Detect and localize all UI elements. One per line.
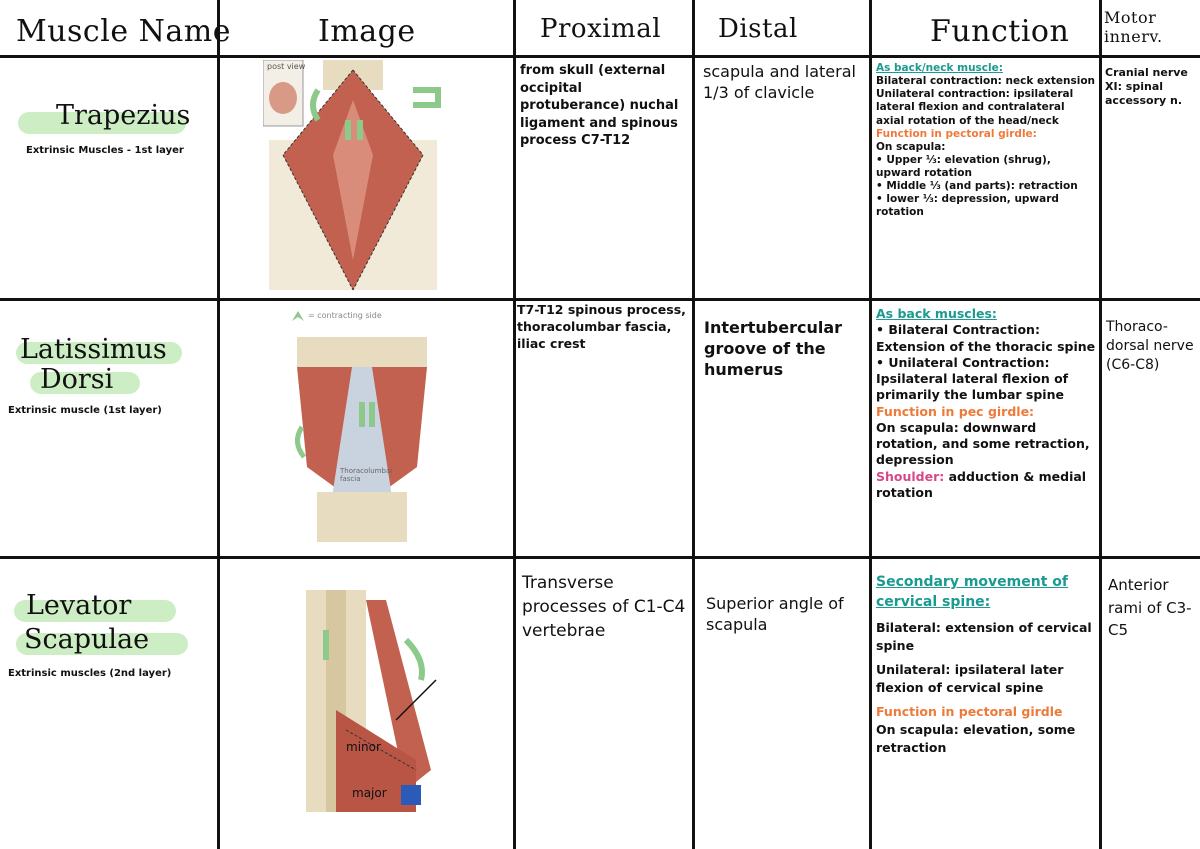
header-muscle-name: Muscle Name xyxy=(16,14,231,49)
levator-image-label-major: major xyxy=(352,786,387,800)
function-latissimus-line4: adduction & medial rotation xyxy=(876,468,1087,500)
function-trapezius: As back/neck muscle: Bilateral contracti… xyxy=(876,62,1096,220)
header-image: Image xyxy=(318,14,416,49)
motor-latissimus: Thoraco-dorsal nerve (C6-C8) xyxy=(1106,319,1194,373)
function-levator-heading2: Function in pectoral girdle xyxy=(876,704,1063,720)
proximal-latissimus: T7-T12 spinous process, thoracolumbar fa… xyxy=(517,302,686,351)
distal-levator: Superior angle of scapula xyxy=(706,594,844,634)
function-latissimus-heading1: As back muscles: xyxy=(876,306,997,321)
function-trapezius-line6: • lower ⅓: depression, upward rotation xyxy=(876,193,1059,219)
proximal-trapezius: from skull (external occipital protubera… xyxy=(520,63,679,149)
muscle-subtitle-levator: Extrinsic muscles (2nd layer) xyxy=(8,668,172,679)
function-levator: Secondary movement of cervical spine: Bi… xyxy=(876,572,1096,757)
function-latissimus-shoulder-label: Shoulder: xyxy=(876,468,945,484)
function-levator-line2: Unilateral: ipsilateral later flexion of… xyxy=(876,661,1064,695)
muscle-name-levator-line2: Scapulae xyxy=(24,624,150,655)
levator-illustration xyxy=(306,590,437,812)
function-levator-line1: Bilateral: extension of cervical spine xyxy=(876,619,1092,653)
muscle-name-latissimus-line2: Dorsi xyxy=(40,364,114,395)
row-divider-1 xyxy=(0,298,1200,301)
header-distal: Distal xyxy=(718,14,798,44)
latissimus-highlight-2 xyxy=(30,372,140,394)
proximal-levator: Transverse processes of C1-C4 vertebrae xyxy=(522,573,686,641)
trapezius-image-caption: post view xyxy=(267,62,306,71)
distal-latissimus: Intertubercular groove of the humerus xyxy=(704,318,843,379)
function-latissimus-line4-wrap: Shoulder: adduction & medial rotation xyxy=(876,469,1096,502)
latissimus-image: = contracting side Thoracolumbar fascia xyxy=(282,307,442,543)
trapezius-image: post view xyxy=(263,60,443,296)
function-levator-heading1: Secondary movement of cervical spine: xyxy=(876,574,1068,611)
column-divider-4 xyxy=(869,0,872,849)
muscle-subtitle-latissimus: Extrinsic muscle (1st layer) xyxy=(8,405,162,416)
function-levator-line3: On scapula: elevation, some retraction xyxy=(876,722,1076,756)
function-trapezius-line1: Bilateral contraction: neck extension xyxy=(876,75,1096,88)
column-divider-2 xyxy=(513,0,516,849)
muscle-name-trapezius: Trapezius xyxy=(56,100,191,131)
column-divider-1 xyxy=(217,0,220,849)
levator-highlight-2 xyxy=(16,633,188,655)
header-motor: Motor innerv. xyxy=(1104,8,1163,47)
distal-trapezius: scapula and lateral 1/3 of clavicle xyxy=(703,62,856,102)
function-latissimus-line3: On scapula: downward rotation, and some … xyxy=(876,419,1090,468)
motor-trapezius: Cranial nerve XI: spinal accessory n. xyxy=(1105,66,1188,107)
levator-image-label-minor: minor xyxy=(346,740,381,754)
function-latissimus-heading2: Function in pec girdle: xyxy=(876,403,1035,419)
muscle-name-levator-line1: Levator xyxy=(26,590,132,621)
header-proximal: Proximal xyxy=(540,14,662,44)
function-latissimus-line1: • Bilateral Contraction: Extension of th… xyxy=(876,322,1096,354)
muscle-name-latissimus-line1: Latissimus xyxy=(20,334,167,365)
trapezius-highlight xyxy=(18,112,186,134)
trapezius-illustration xyxy=(263,60,441,291)
function-trapezius-line5: • Middle ⅓ (and parts): retraction xyxy=(876,180,1078,193)
motor-levator: Anterior rami of C3-C5 xyxy=(1108,576,1192,639)
row-divider-2 xyxy=(0,556,1200,559)
latissimus-highlight-1 xyxy=(16,342,182,364)
function-latissimus-line2: • Unilateral Contraction: Ipsilateral la… xyxy=(876,354,1069,403)
column-divider-5 xyxy=(1099,0,1102,849)
row-divider-header xyxy=(0,55,1200,58)
latissimus-image-caption: = contracting side xyxy=(308,311,382,320)
levator-highlight-1 xyxy=(14,600,176,622)
function-trapezius-line4: • Upper ⅓: elevation (shrug), upward rot… xyxy=(876,153,1051,179)
column-divider-3 xyxy=(692,0,695,849)
function-trapezius-line3: On scapula: xyxy=(876,140,946,153)
function-latissimus: As back muscles: • Bilateral Contraction… xyxy=(876,306,1096,501)
muscle-subtitle-trapezius: Extrinsic Muscles - 1st layer xyxy=(26,145,184,156)
levator-image: minor major xyxy=(306,590,438,812)
function-trapezius-heading2: Function in pectoral girdle: xyxy=(876,127,1037,140)
latissimus-image-label: Thoracolumbar fascia xyxy=(340,467,394,483)
function-trapezius-heading1: As back/neck muscle: xyxy=(876,62,1003,74)
function-trapezius-line2: Unilateral contraction: ipsilateral late… xyxy=(876,88,1074,127)
header-function: Function xyxy=(930,14,1070,49)
latissimus-illustration xyxy=(292,311,427,542)
